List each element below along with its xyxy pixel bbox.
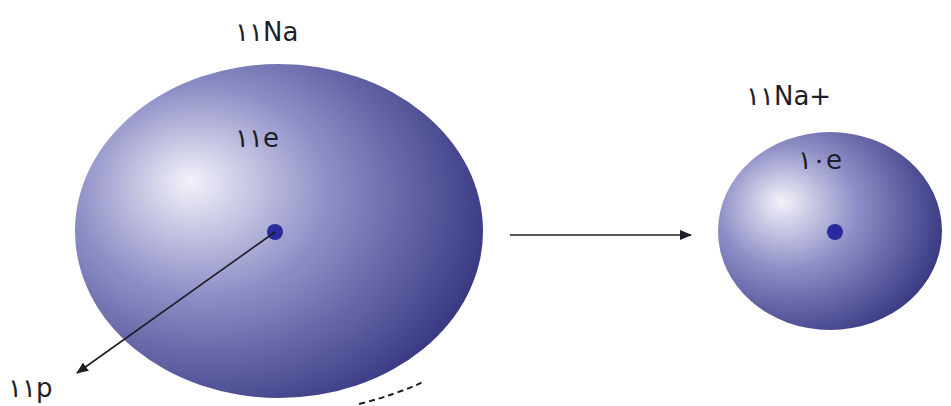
- reaction-arrow: [510, 234, 691, 236]
- sphere-body: [75, 64, 483, 398]
- radius-arrow: [77, 232, 275, 373]
- nucleus-dot: [827, 224, 843, 240]
- ion-sphere: ١١Na+١٠e: [716, 130, 944, 332]
- dashed-arc: [359, 382, 423, 404]
- electron-count: ١١e: [235, 124, 279, 153]
- atom-sphere: ١١Na١١e: [73, 62, 485, 400]
- sphere-body: [718, 132, 942, 330]
- electron-count: ١٠e: [798, 146, 842, 175]
- sphere-shape: [73, 62, 485, 400]
- element-symbol: ١١Na+: [746, 82, 831, 111]
- element-symbol: ١١Na: [235, 18, 298, 47]
- proton-label: ١١p: [8, 374, 52, 403]
